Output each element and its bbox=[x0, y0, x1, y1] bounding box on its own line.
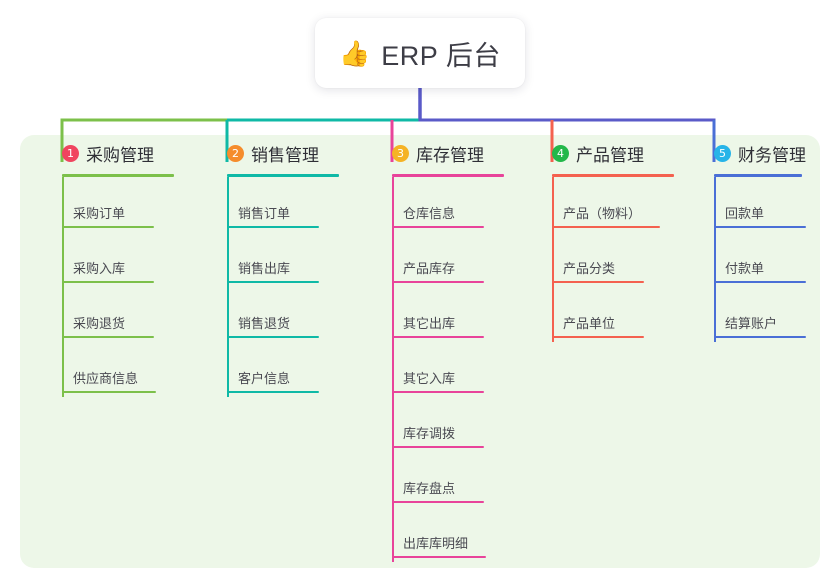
root-node-content: 👍 ERP 后台 bbox=[339, 34, 501, 73]
branch-item-rule bbox=[392, 446, 484, 448]
branch-spine bbox=[392, 177, 394, 562]
branch-item-label: 销售订单 bbox=[238, 206, 291, 221]
branch-header-3[interactable]: 3 库存管理 bbox=[370, 140, 522, 166]
branch-item-label: 产品（物料） bbox=[563, 206, 642, 221]
branch-header-1[interactable]: 1 采购管理 bbox=[40, 140, 192, 166]
branch-item-label: 产品库存 bbox=[403, 261, 456, 276]
branch-number-badge: 3 bbox=[392, 144, 409, 162]
branch-item[interactable]: 结算账户 bbox=[692, 287, 820, 342]
branch-item-rule bbox=[392, 226, 484, 228]
branch-column-2: 2 销售管理销售订单销售出库销售退货客户信息 bbox=[205, 140, 357, 397]
branch-item-label: 出库库明细 bbox=[403, 536, 469, 551]
branch-item[interactable]: 销售订单 bbox=[205, 177, 357, 232]
branch-item[interactable]: 库存调拨 bbox=[370, 397, 522, 452]
branch-item-label: 结算账户 bbox=[725, 316, 778, 331]
branch-spine bbox=[227, 177, 229, 397]
branch-item-label: 其它出库 bbox=[403, 316, 456, 331]
branch-header-rule bbox=[227, 174, 339, 177]
branch-title: 库存管理 bbox=[416, 145, 484, 165]
branch-item-label: 产品单位 bbox=[563, 316, 616, 331]
branch-number-badge: 5 bbox=[714, 144, 731, 162]
branch-item-rule bbox=[392, 501, 484, 503]
branch-spine bbox=[552, 177, 554, 342]
branch-column-5: 5 财务管理回款单付款单结算账户 bbox=[692, 140, 820, 342]
branch-item[interactable]: 供应商信息 bbox=[40, 342, 192, 397]
branch-title: 采购管理 bbox=[86, 145, 154, 165]
branch-item-rule bbox=[392, 556, 486, 558]
branch-item[interactable]: 产品库存 bbox=[370, 232, 522, 287]
branch-item-rule bbox=[62, 281, 154, 283]
branch-item-rule bbox=[62, 226, 154, 228]
branch-number-badge: 2 bbox=[227, 144, 244, 162]
branch-item[interactable]: 采购退货 bbox=[40, 287, 192, 342]
branch-item[interactable]: 产品分类 bbox=[530, 232, 692, 287]
branch-item[interactable]: 其它出库 bbox=[370, 287, 522, 342]
branch-item-label: 其它入库 bbox=[403, 371, 456, 386]
branch-item-label: 采购订单 bbox=[73, 206, 126, 221]
branch-item-rule bbox=[714, 336, 806, 338]
branch-header-2[interactable]: 2 销售管理 bbox=[205, 140, 357, 166]
branch-title: 财务管理 bbox=[738, 145, 806, 165]
branch-item-rule bbox=[392, 336, 484, 338]
branch-column-3: 3 库存管理仓库信息产品库存其它出库其它入库库存调拨库存盘点出库库明细 bbox=[370, 140, 522, 562]
branch-item-label: 回款单 bbox=[725, 206, 765, 221]
root-node[interactable]: 👍 ERP 后台 bbox=[315, 18, 525, 88]
branch-item[interactable]: 产品单位 bbox=[530, 287, 692, 342]
branch-header-rule bbox=[552, 174, 674, 177]
branch-header-rule bbox=[714, 174, 802, 177]
branch-spine bbox=[714, 177, 716, 342]
branch-item[interactable]: 回款单 bbox=[692, 177, 820, 232]
branch-number-badge: 4 bbox=[552, 144, 569, 162]
branch-header-5[interactable]: 5 财务管理 bbox=[692, 140, 820, 166]
branch-item-rule bbox=[62, 391, 156, 393]
branch-item-label: 销售退货 bbox=[238, 316, 291, 331]
branch-item-rule bbox=[552, 281, 644, 283]
branch-item-rule bbox=[227, 226, 319, 228]
branch-item[interactable]: 采购入库 bbox=[40, 232, 192, 287]
thumbs-up-icon: 👍 bbox=[339, 38, 371, 68]
branch-header-rule bbox=[62, 174, 174, 177]
branch-item-rule bbox=[392, 281, 484, 283]
branch-item-label: 产品分类 bbox=[563, 261, 616, 276]
branch-item-rule bbox=[227, 336, 319, 338]
branch-item-label: 采购入库 bbox=[73, 261, 126, 276]
branch-header-rule bbox=[392, 174, 504, 177]
branch-item[interactable]: 采购订单 bbox=[40, 177, 192, 232]
branch-item-rule bbox=[552, 226, 660, 228]
branch-item-label: 付款单 bbox=[725, 261, 765, 276]
root-node-label: ERP 后台 bbox=[381, 40, 501, 71]
branch-item[interactable]: 其它入库 bbox=[370, 342, 522, 397]
branch-item-label: 库存调拨 bbox=[403, 426, 456, 441]
branch-item[interactable]: 付款单 bbox=[692, 232, 820, 287]
branch-item[interactable]: 销售退货 bbox=[205, 287, 357, 342]
branch-item-label: 采购退货 bbox=[73, 316, 126, 331]
branch-item-rule bbox=[227, 281, 319, 283]
branch-item-rule bbox=[227, 391, 319, 393]
branches-panel bbox=[20, 135, 820, 568]
branch-item[interactable]: 客户信息 bbox=[205, 342, 357, 397]
branch-item-label: 客户信息 bbox=[238, 371, 291, 386]
branch-item[interactable]: 库存盘点 bbox=[370, 452, 522, 507]
branch-item[interactable]: 产品（物料） bbox=[530, 177, 692, 232]
branch-number-badge: 1 bbox=[62, 144, 79, 162]
branch-title: 销售管理 bbox=[251, 145, 319, 165]
branch-item-rule bbox=[714, 226, 806, 228]
branch-spine bbox=[62, 177, 64, 397]
branch-header-4[interactable]: 4 产品管理 bbox=[530, 140, 692, 166]
branch-item[interactable]: 销售出库 bbox=[205, 232, 357, 287]
branch-item-label: 库存盘点 bbox=[403, 481, 456, 496]
branch-item[interactable]: 出库库明细 bbox=[370, 507, 522, 562]
branch-title: 产品管理 bbox=[576, 145, 644, 165]
branch-item-label: 销售出库 bbox=[238, 261, 291, 276]
branch-column-4: 4 产品管理产品（物料） 产品分类产品单位 bbox=[530, 140, 692, 342]
branch-column-1: 1 采购管理采购订单采购入库采购退货供应商信息 bbox=[40, 140, 192, 397]
branch-item-rule bbox=[714, 281, 806, 283]
branch-item[interactable]: 仓库信息 bbox=[370, 177, 522, 232]
branch-item-label: 仓库信息 bbox=[403, 206, 456, 221]
branch-item-rule bbox=[62, 336, 154, 338]
branch-item-rule bbox=[392, 391, 484, 393]
branch-item-label: 供应商信息 bbox=[73, 371, 139, 386]
branch-item-rule bbox=[552, 336, 644, 338]
